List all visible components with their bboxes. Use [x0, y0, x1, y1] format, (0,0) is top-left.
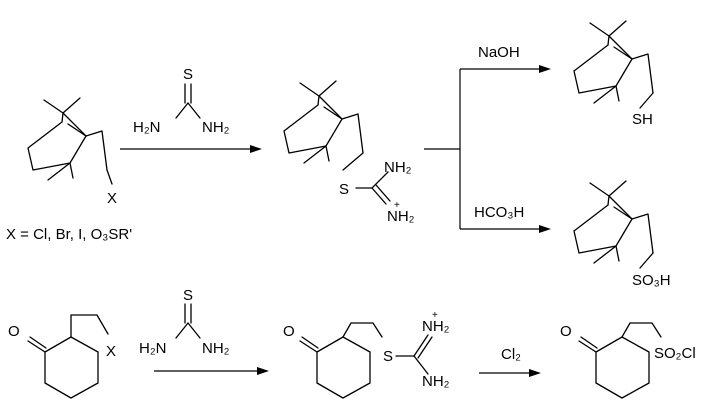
hco3h-reagent: HCO₃H	[474, 204, 524, 221]
plus-charge-bottom: +	[432, 310, 438, 321]
thiourea-reagent-bottom: S H₂N NH₂	[139, 287, 230, 357]
x-substituent: X	[107, 190, 117, 207]
ketone-oxygen-2: O	[283, 323, 295, 340]
bornyl-sulfonic-acid-product: SO₃H	[573, 180, 671, 289]
chlorine-reagent: Cl₂	[501, 346, 521, 363]
bornyl-thiol-product: SH	[573, 20, 654, 128]
leaving-group-legend: X = Cl, Br, I, O₃SR'	[6, 226, 132, 243]
sulfur-atom-top: S	[339, 181, 349, 198]
iminium-nh2-top: NH₂	[387, 208, 415, 225]
plus-charge-top: +	[394, 200, 400, 211]
reaction-arrow-2	[154, 367, 269, 375]
iminium-nh2-bottom: NH₂	[422, 318, 450, 335]
thiourea-amine-left-bottom: H₂N	[139, 340, 167, 357]
reaction-arrow-1	[120, 145, 262, 153]
bornyl-starting-material: X	[27, 97, 117, 207]
ketone-oxygen-1: O	[8, 323, 20, 340]
sulfonyl-chloride-product: O SO₂Cl	[560, 322, 696, 399]
x-substituent-ketone: X	[106, 343, 116, 360]
thiourea-reagent-top: S H₂N NH₂	[133, 66, 230, 136]
thiourea-amine-right-bottom: NH₂	[202, 340, 230, 357]
sulfonic-acid-group: SO₃H	[632, 272, 671, 289]
sulfonyl-chloride-group: SO₂Cl	[654, 345, 696, 362]
ketone-oxygen-3: O	[560, 323, 572, 340]
reaction-arrow-3: Cl₂	[479, 346, 541, 377]
branching-arrows: NaOH HCO₃H	[424, 44, 551, 233]
isothiouronium-salt-bottom: O S NH₂ + NH₂	[283, 310, 450, 399]
thiourea-amine-left: H₂N	[133, 119, 161, 136]
amine-nh2-top: NH₂	[384, 159, 412, 176]
thiol-group: SH	[632, 111, 653, 128]
thiourea-amine-right: NH₂	[202, 119, 230, 136]
haloethyl-cyclohexanone: O X	[8, 314, 116, 399]
amine-nh2-bottom: NH₂	[422, 373, 450, 390]
isothiouronium-salt-top: S NH₂ NH₂ +	[283, 80, 415, 225]
thiourea-sulfur-bottom: S	[183, 287, 193, 304]
thiourea-sulfur: S	[183, 66, 193, 83]
naoh-reagent: NaOH	[478, 44, 520, 61]
sulfur-atom-bottom: S	[383, 348, 393, 365]
